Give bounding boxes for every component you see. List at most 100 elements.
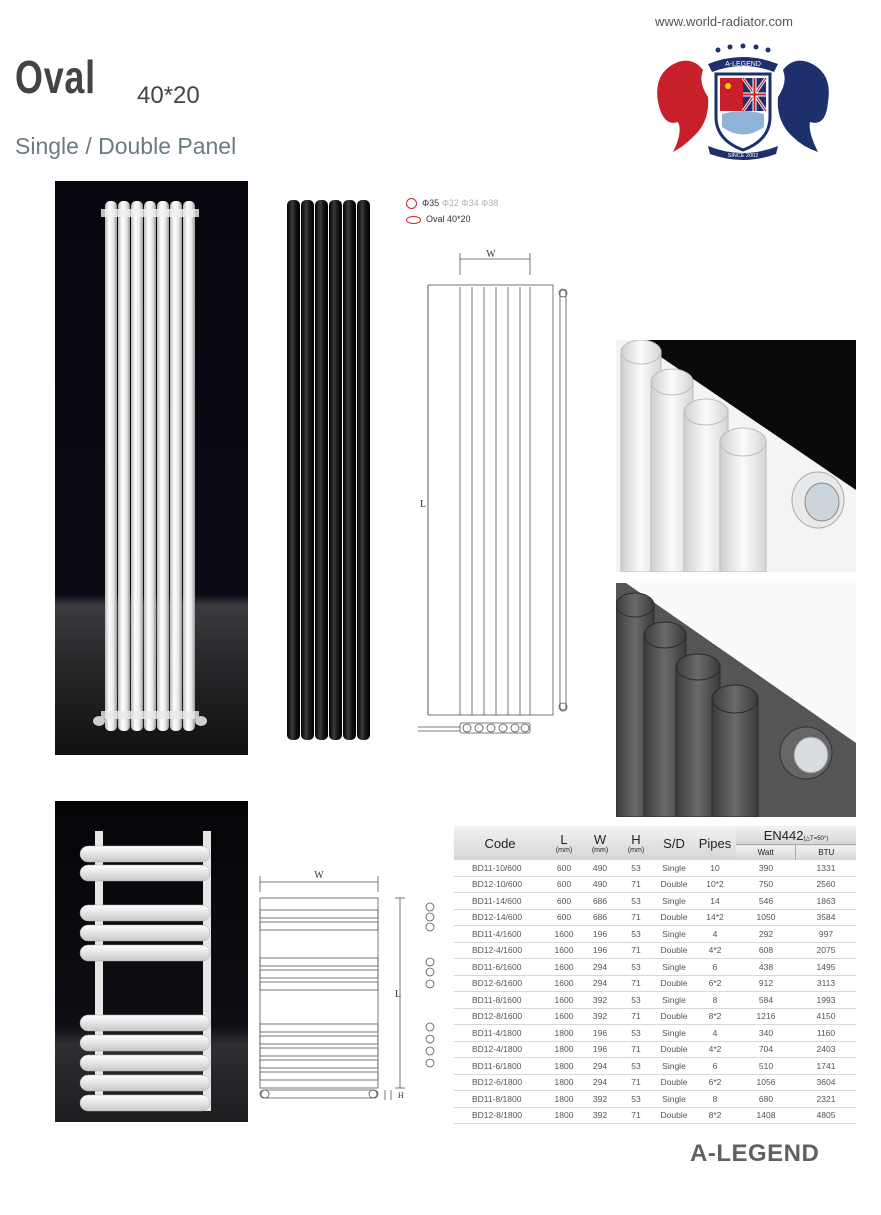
cell-w: 392 — [582, 1090, 618, 1108]
cell-pipes: 8*2 — [694, 1107, 736, 1124]
cell-btu: 3113 — [795, 975, 856, 992]
cell-h: 71 — [618, 1107, 654, 1124]
cell-code: BD11-6/1600 — [454, 958, 546, 976]
header-w: W(mm) — [582, 826, 618, 860]
cell-pipes: 4 — [694, 925, 736, 943]
cell-sd: Double — [654, 942, 694, 959]
cell-w: 196 — [582, 1024, 618, 1042]
cell-watt: 1408 — [736, 1107, 796, 1124]
grey-oval-tube-closeup — [616, 583, 856, 817]
cell-sd: Double — [654, 1008, 694, 1025]
cell-btu: 1331 — [795, 860, 856, 877]
cell-watt: 292 — [736, 925, 796, 943]
cell-w: 196 — [582, 925, 618, 943]
cell-code: BD12-4/1800 — [454, 1041, 546, 1058]
cell-watt: 680 — [736, 1090, 796, 1108]
cell-sd: Single — [654, 892, 694, 910]
cell-code: BD12-8/1800 — [454, 1107, 546, 1124]
cell-h: 71 — [618, 1041, 654, 1058]
dragon-icon — [657, 60, 709, 152]
cell-l: 600 — [546, 860, 582, 877]
cell-sd: Single — [654, 925, 694, 943]
cell-watt: 750 — [736, 876, 796, 893]
cell-l: 1800 — [546, 1090, 582, 1108]
cell-pipes: 4 — [694, 1024, 736, 1042]
cell-h: 71 — [618, 975, 654, 992]
towel-radiator-drawing: W L H — [259, 870, 435, 1100]
cell-pipes: 8 — [694, 1090, 736, 1108]
cell-w: 686 — [582, 892, 618, 910]
cell-l: 1600 — [546, 958, 582, 976]
cell-sd: Double — [654, 909, 694, 926]
cell-btu: 2075 — [795, 942, 856, 959]
header-h: H(mm) — [618, 826, 654, 860]
cell-h: 71 — [618, 942, 654, 959]
cell-w: 294 — [582, 958, 618, 976]
cell-h: 53 — [618, 1057, 654, 1075]
black-radiator-photo — [282, 196, 382, 746]
cell-w: 294 — [582, 1057, 618, 1075]
size-legend-round: Φ35 Φ32 Φ34 Φ38 — [406, 198, 498, 210]
cell-watt: 546 — [736, 892, 796, 910]
cell-pipes: 6*2 — [694, 975, 736, 992]
cell-pipes: 6*2 — [694, 1074, 736, 1091]
website-url[interactable]: www.world-radiator.com — [655, 14, 793, 29]
cell-watt: 340 — [736, 1024, 796, 1042]
cell-w: 294 — [582, 1074, 618, 1091]
cell-l: 1800 — [546, 1074, 582, 1091]
cell-pipes: 8 — [694, 991, 736, 1009]
cell-pipes: 10*2 — [694, 876, 736, 893]
brand-logo: A-LEGEND SINCE 2002 — [657, 43, 829, 160]
logo-bottom-banner — [708, 146, 778, 160]
towel-bars — [79, 845, 211, 1112]
cell-code: BD11-4/1800 — [454, 1024, 546, 1042]
cell-w: 196 — [582, 942, 618, 959]
cell-h: 53 — [618, 1090, 654, 1108]
cell-btu: 4805 — [795, 1107, 856, 1124]
white-tubes — [105, 201, 195, 731]
cell-l: 600 — [546, 892, 582, 910]
header-sd: S/D — [654, 826, 694, 860]
cell-sd: Single — [654, 1057, 694, 1075]
header-pipes: Pipes — [694, 826, 736, 860]
cell-watt: 1056 — [736, 1074, 796, 1091]
cell-watt: 438 — [736, 958, 796, 976]
cell-watt: 608 — [736, 942, 796, 959]
black-tubes — [287, 200, 370, 740]
cell-w: 392 — [582, 991, 618, 1009]
cell-sd: Single — [654, 1024, 694, 1042]
cell-pipes: 10 — [694, 860, 736, 877]
cell-watt: 1216 — [736, 1008, 796, 1025]
cell-l: 1600 — [546, 1008, 582, 1025]
cell-sd: Double — [654, 1107, 694, 1124]
cell-btu: 4150 — [795, 1008, 856, 1025]
cell-watt: 510 — [736, 1057, 796, 1075]
product-size: 40*20 — [137, 82, 200, 109]
cell-code: BD12-4/1600 — [454, 942, 546, 959]
cell-h: 53 — [618, 991, 654, 1009]
cell-watt: 704 — [736, 1041, 796, 1058]
cell-pipes: 6 — [694, 958, 736, 976]
header-l: L(mm) — [546, 826, 582, 860]
cell-pipes: 4*2 — [694, 942, 736, 959]
size-selected: Φ35 — [422, 198, 440, 208]
cell-code: BD11-8/1800 — [454, 1090, 546, 1108]
cell-l: 1800 — [546, 1024, 582, 1042]
table-header-row: Code L(mm) W(mm) H(mm) S/D Pipes EN442(△… — [454, 826, 856, 860]
width-label: W — [486, 249, 496, 260]
cell-btu: 997 — [795, 925, 856, 943]
logo-top-text: A-LEGEND — [725, 61, 761, 68]
footer-brand: A-LEGEND — [690, 1140, 820, 1167]
cell-btu: 1993 — [795, 991, 856, 1009]
header-btu: BTU — [795, 844, 856, 860]
